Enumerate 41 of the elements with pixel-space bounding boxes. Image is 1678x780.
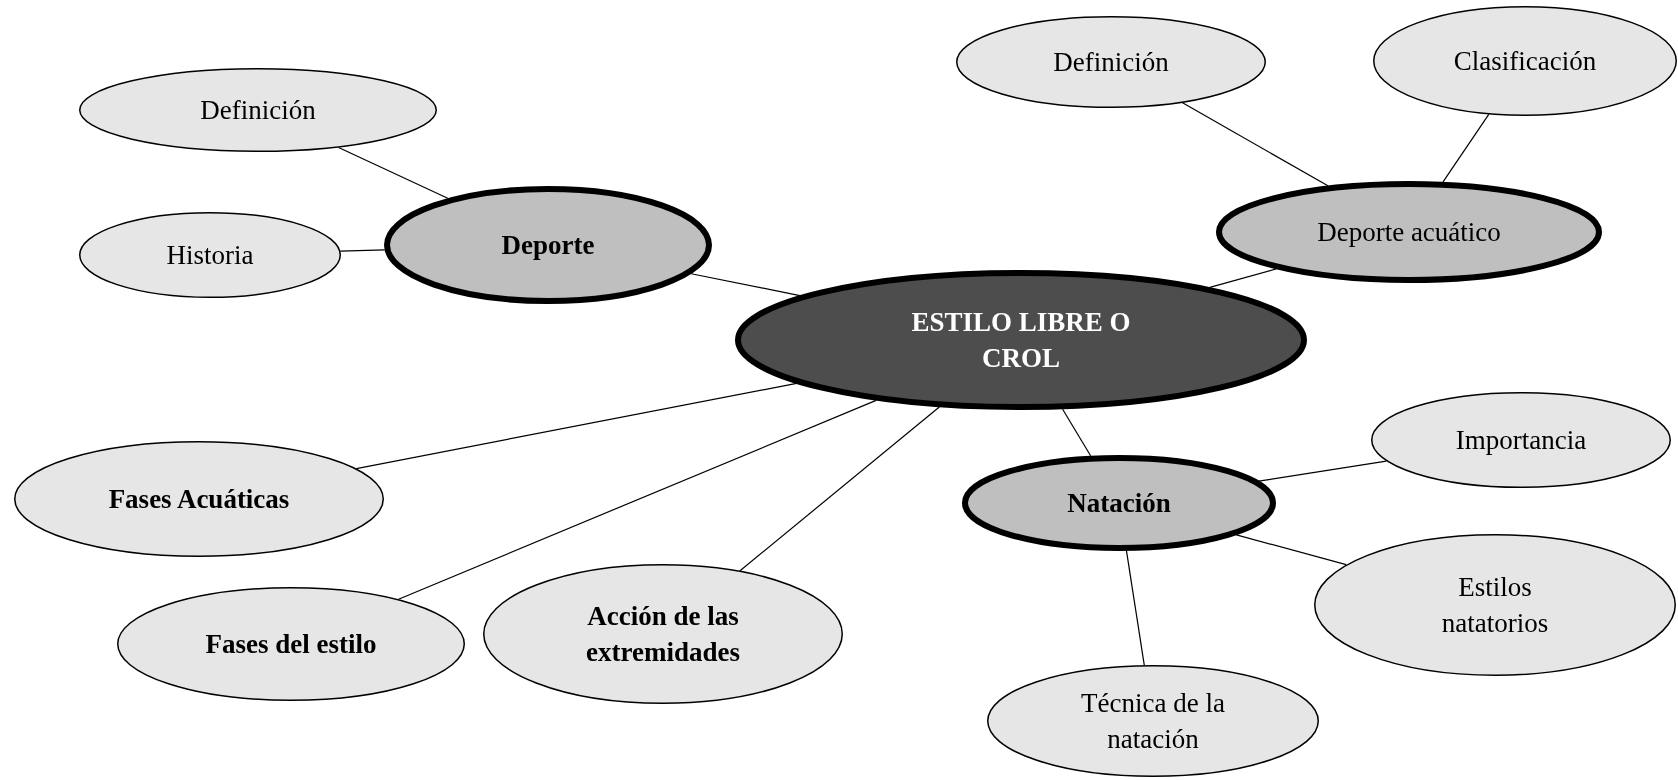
topic-ellipse [79,212,341,298]
central-topic-ellipse [735,270,1307,410]
connector-line [1125,550,1145,666]
connector-line [1235,534,1347,566]
connector-line [339,249,386,252]
topic-label: ESTILO LIBRE O CROL [910,305,1132,375]
subtopic-ellipse [962,455,1276,551]
topic-label: Fases del estilo [204,627,378,661]
connector-line [690,273,801,297]
topic-label: Estilos natatorios [1440,570,1550,640]
topic-label: Natación [1066,486,1172,520]
connector-line [355,382,798,470]
topic-ellipse [1314,534,1676,676]
topic-label: Deporte acuático [1316,215,1502,249]
topic-label: Fases Acuáticas [107,482,291,516]
subtopic-ellipse [384,186,712,304]
topic-ellipse [483,564,843,704]
topic-label: Definición [1052,45,1170,79]
topic-ellipse [117,587,465,701]
topic-ellipse [1371,392,1671,488]
topic-ellipse [956,16,1266,108]
connector-line [739,406,940,572]
connector-line [1258,460,1387,482]
connector-line [1209,268,1277,289]
topic-label: Clasificación [1452,44,1598,78]
topic-label: Definición [199,93,317,127]
connector-line [1062,408,1092,457]
subtopic-ellipse [1216,181,1602,283]
topic-ellipse [79,68,437,152]
topic-label: Acción de las extremidades [585,599,741,669]
topic-label: Importancia [1454,423,1588,457]
topic-ellipse [987,665,1319,777]
connector-line [1442,113,1490,183]
topic-label: Deporte [500,228,596,262]
topic-ellipse [1373,6,1677,116]
topic-ellipse [14,441,384,557]
connector-line [397,399,877,600]
connector-line [337,146,449,199]
topic-label: Técnica de la natación [1080,686,1226,756]
topic-label: Historia [165,238,255,272]
connector-line [1181,102,1329,187]
